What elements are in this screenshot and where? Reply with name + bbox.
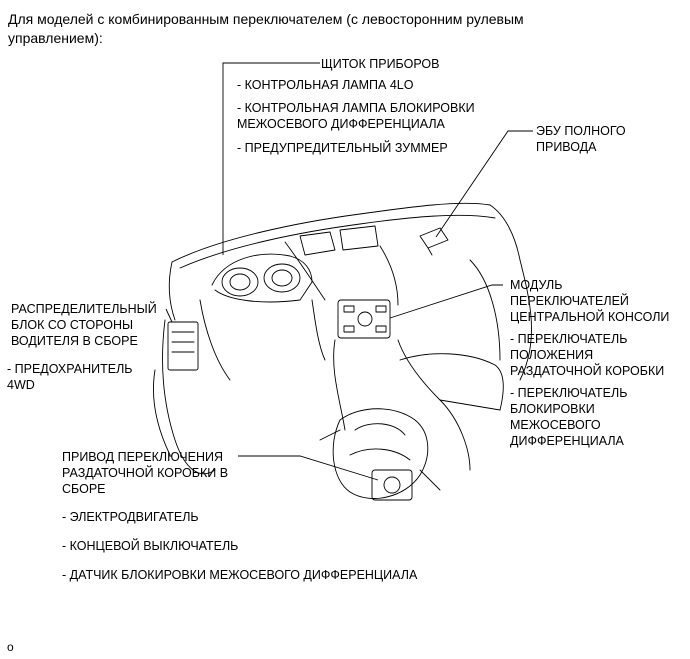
label-center-diff-lamp-1: - КОНТРОЛЬНАЯ ЛАМПА БЛОКИРОВКИ bbox=[237, 101, 475, 115]
cluster-lower-edge bbox=[214, 281, 313, 303]
label-transfer-switch-2: ПОЛОЖЕНИЯ bbox=[510, 348, 594, 362]
armrest-edge bbox=[439, 399, 501, 411]
label-transfer-switch-3: РАЗДАТОЧНОЙ КОРОБКИ bbox=[510, 364, 665, 378]
gauge-left-inner bbox=[229, 273, 251, 291]
label-actuator-3: СБОРЕ bbox=[62, 482, 106, 496]
actuator-motor-cap bbox=[383, 476, 401, 494]
label-fuse-4wd-1: - ПРЕДОХРАНИТЕЛЬ bbox=[7, 362, 133, 376]
left-door-edge bbox=[153, 369, 171, 456]
cluster-hood bbox=[211, 253, 313, 286]
label-junction-block-3: ВОДИТЕЛЯ В СБОРЕ bbox=[11, 334, 138, 348]
leader-instrument-panel bbox=[222, 62, 320, 255]
label-junction-block-1: РАСПРЕДЕЛИТЕЛЬНЫЙ bbox=[11, 302, 157, 316]
dash-top-edge-2 bbox=[179, 214, 496, 269]
label-diff-lock-switch-3: МЕЖОСЕВОГО bbox=[510, 418, 601, 432]
leader-actuator bbox=[238, 455, 379, 481]
center-vent-right bbox=[339, 225, 379, 251]
transfer-case-rib bbox=[354, 423, 406, 436]
junction-block-body bbox=[167, 321, 199, 371]
console-right-side bbox=[397, 339, 471, 471]
driveshaft-front bbox=[319, 429, 341, 441]
label-diff-lock-sensor: - ДАТЧИК БЛОКИРОВКИ МЕЖОСЕВОГО ДИФФЕРЕНЦ… bbox=[62, 568, 418, 582]
gauge-left bbox=[221, 267, 259, 297]
gauge-right bbox=[263, 263, 301, 293]
title-line-2: управлением): bbox=[8, 30, 103, 46]
title-line-1: Для моделей с комбинированным переключат… bbox=[8, 11, 524, 27]
dash-left-corner bbox=[168, 261, 176, 321]
leader-ecu bbox=[435, 130, 533, 238]
label-junction-block-2: БЛОК СО СТОРОНЫ bbox=[11, 318, 134, 332]
label-actuator-1: ПРИВОД ПЕРЕКЛЮЧЕНИЯ bbox=[62, 450, 224, 464]
label-center-diff-lamp-2: МЕЖОСЕВОГО ДИФФЕРЕНЦИАЛА bbox=[237, 117, 445, 131]
leader-console-module bbox=[389, 284, 503, 319]
driveshaft-rear bbox=[419, 469, 441, 491]
label-console-module-1: МОДУЛЬ bbox=[510, 278, 563, 292]
label-instrument-panel: ЩИТОК ПРИБОРОВ bbox=[321, 57, 440, 71]
ecu-connector bbox=[427, 247, 433, 256]
dash-center-contour-2 bbox=[379, 245, 399, 306]
page-title: Для моделей с комбинированным переключат… bbox=[8, 10, 524, 48]
console-button bbox=[343, 305, 355, 313]
actuator-motor bbox=[371, 469, 413, 501]
transfer-case bbox=[332, 408, 429, 499]
label-actuator-2: РАЗДАТОЧНОЙ КОРОБКИ В bbox=[62, 466, 229, 480]
label-console-module-2: ПЕРЕКЛЮЧАТЕЛЕЙ bbox=[510, 294, 629, 308]
console-button bbox=[375, 305, 387, 313]
dash-right-corner bbox=[489, 204, 521, 261]
label-ecu-2: ПРИВОДА bbox=[536, 140, 597, 154]
console-switch-module bbox=[337, 299, 391, 339]
ecu-box bbox=[419, 227, 449, 249]
dash-center-contour bbox=[284, 241, 326, 301]
label-diff-lock-switch-1: - ПЕРЕКЛЮЧАТЕЛЬ bbox=[510, 386, 628, 400]
leader-junction-block bbox=[165, 308, 173, 323]
center-vent-left bbox=[299, 231, 336, 256]
label-buzzer: - ПРЕДУПРЕДИТЕЛЬНЫЙ ЗУММЕР bbox=[237, 141, 448, 155]
glovebox-edge bbox=[469, 259, 501, 361]
label-diff-lock-switch-4: ДИФФЕРЕНЦИАЛА bbox=[510, 434, 624, 448]
label-electric-motor: - ЭЛЕКТРОДВИГАТЕЛЬ bbox=[62, 510, 199, 524]
label-limit-switch: - КОНЦЕВОЙ ВЫКЛЮЧАТЕЛЬ bbox=[62, 539, 239, 553]
console-button bbox=[343, 325, 355, 333]
label-ecu-1: ЭБУ ПОЛНОГО bbox=[536, 124, 626, 138]
gauge-right-inner bbox=[271, 269, 293, 287]
console-knob bbox=[357, 311, 373, 327]
console-button bbox=[375, 325, 387, 333]
dash-top-edge bbox=[171, 202, 491, 263]
label-transfer-switch-1: - ПЕРЕКЛЮЧАТЕЛЬ bbox=[510, 332, 628, 346]
figure-code: o bbox=[7, 640, 14, 654]
steering-column-right bbox=[311, 299, 326, 361]
label-fuse-4wd-2: 4WD bbox=[7, 378, 35, 392]
label-console-module-3: ЦЕНТРАЛЬНОЙ КОНСОЛИ bbox=[510, 310, 670, 324]
armrest bbox=[399, 353, 504, 411]
transfer-case-rib bbox=[349, 448, 411, 461]
steering-column-left bbox=[199, 299, 231, 381]
passenger-dash bbox=[519, 259, 532, 381]
label-indicator-4lo: - КОНТРОЛЬНАЯ ЛАМПА 4LO bbox=[237, 78, 414, 92]
console-left-side bbox=[333, 339, 346, 431]
label-diff-lock-switch-2: БЛОКИРОВКИ bbox=[510, 402, 595, 416]
left-kick-panel bbox=[162, 319, 216, 475]
